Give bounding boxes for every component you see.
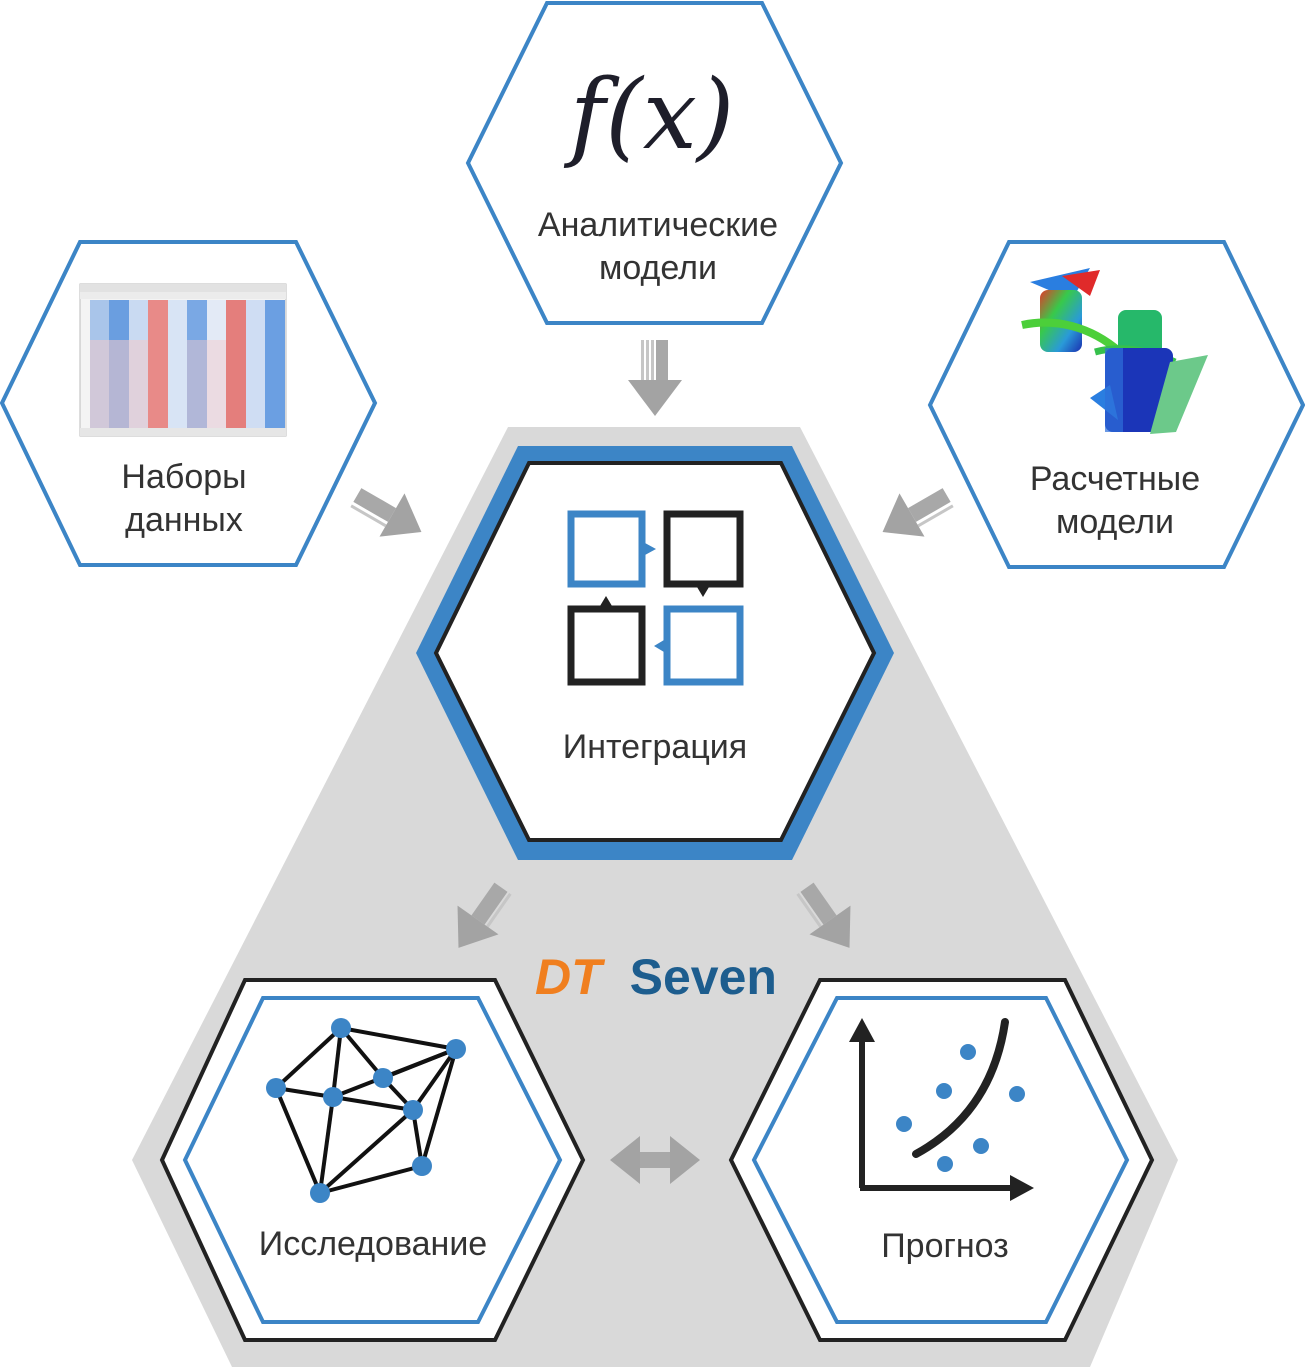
hex-analytic-models[interactable]: f(x) Аналитические модели — [465, 1, 844, 325]
simulation-label-line1: Расчетные — [1030, 460, 1200, 498]
integration-squares-icon — [567, 510, 744, 686]
integration-label: Интеграция — [563, 728, 747, 766]
brand-seven: Seven — [630, 949, 777, 1005]
brand-logo: DT Seven — [535, 949, 777, 1005]
arrow-datasets-to-integration — [350, 488, 422, 537]
simulation-3d-thumbnail-icon — [1021, 268, 1208, 434]
arrow-integration-to-forecast — [796, 882, 851, 948]
hex-integration[interactable]: Интеграция — [416, 446, 894, 860]
hex-simulation-models[interactable]: Расчетные модели — [927, 240, 1305, 569]
analytic-label-line2: модели — [599, 249, 717, 287]
scatter-trend-icon — [849, 1018, 1034, 1201]
arrow-analytic-to-integration — [628, 340, 682, 416]
forecast-label: Прогноз — [881, 1227, 1009, 1265]
simulation-label-line2: модели — [1056, 503, 1174, 541]
bidirectional-arrow — [610, 1136, 700, 1184]
svg-text:DT Seven: DT Seven — [535, 949, 777, 1005]
spreadsheet-thumbnail-icon — [79, 283, 287, 437]
datasets-label-line1: Наборы — [121, 458, 246, 496]
hex-datasets[interactable]: Наборы данных — [0, 240, 378, 567]
hex-research[interactable]: Исследование — [159, 978, 586, 1342]
brand-dt: DT — [535, 949, 606, 1005]
research-label: Исследование — [259, 1225, 487, 1263]
hex-forecast[interactable]: Прогноз — [728, 978, 1155, 1342]
network-graph-icon — [266, 1018, 466, 1203]
arrow-integration-to-research — [457, 882, 512, 948]
arrow-simulation-to-integration — [882, 488, 954, 537]
analytic-label-line1: Аналитические — [538, 206, 778, 244]
datasets-label-line2: данных — [125, 501, 243, 539]
formula-fx: f(x) — [564, 59, 735, 171]
